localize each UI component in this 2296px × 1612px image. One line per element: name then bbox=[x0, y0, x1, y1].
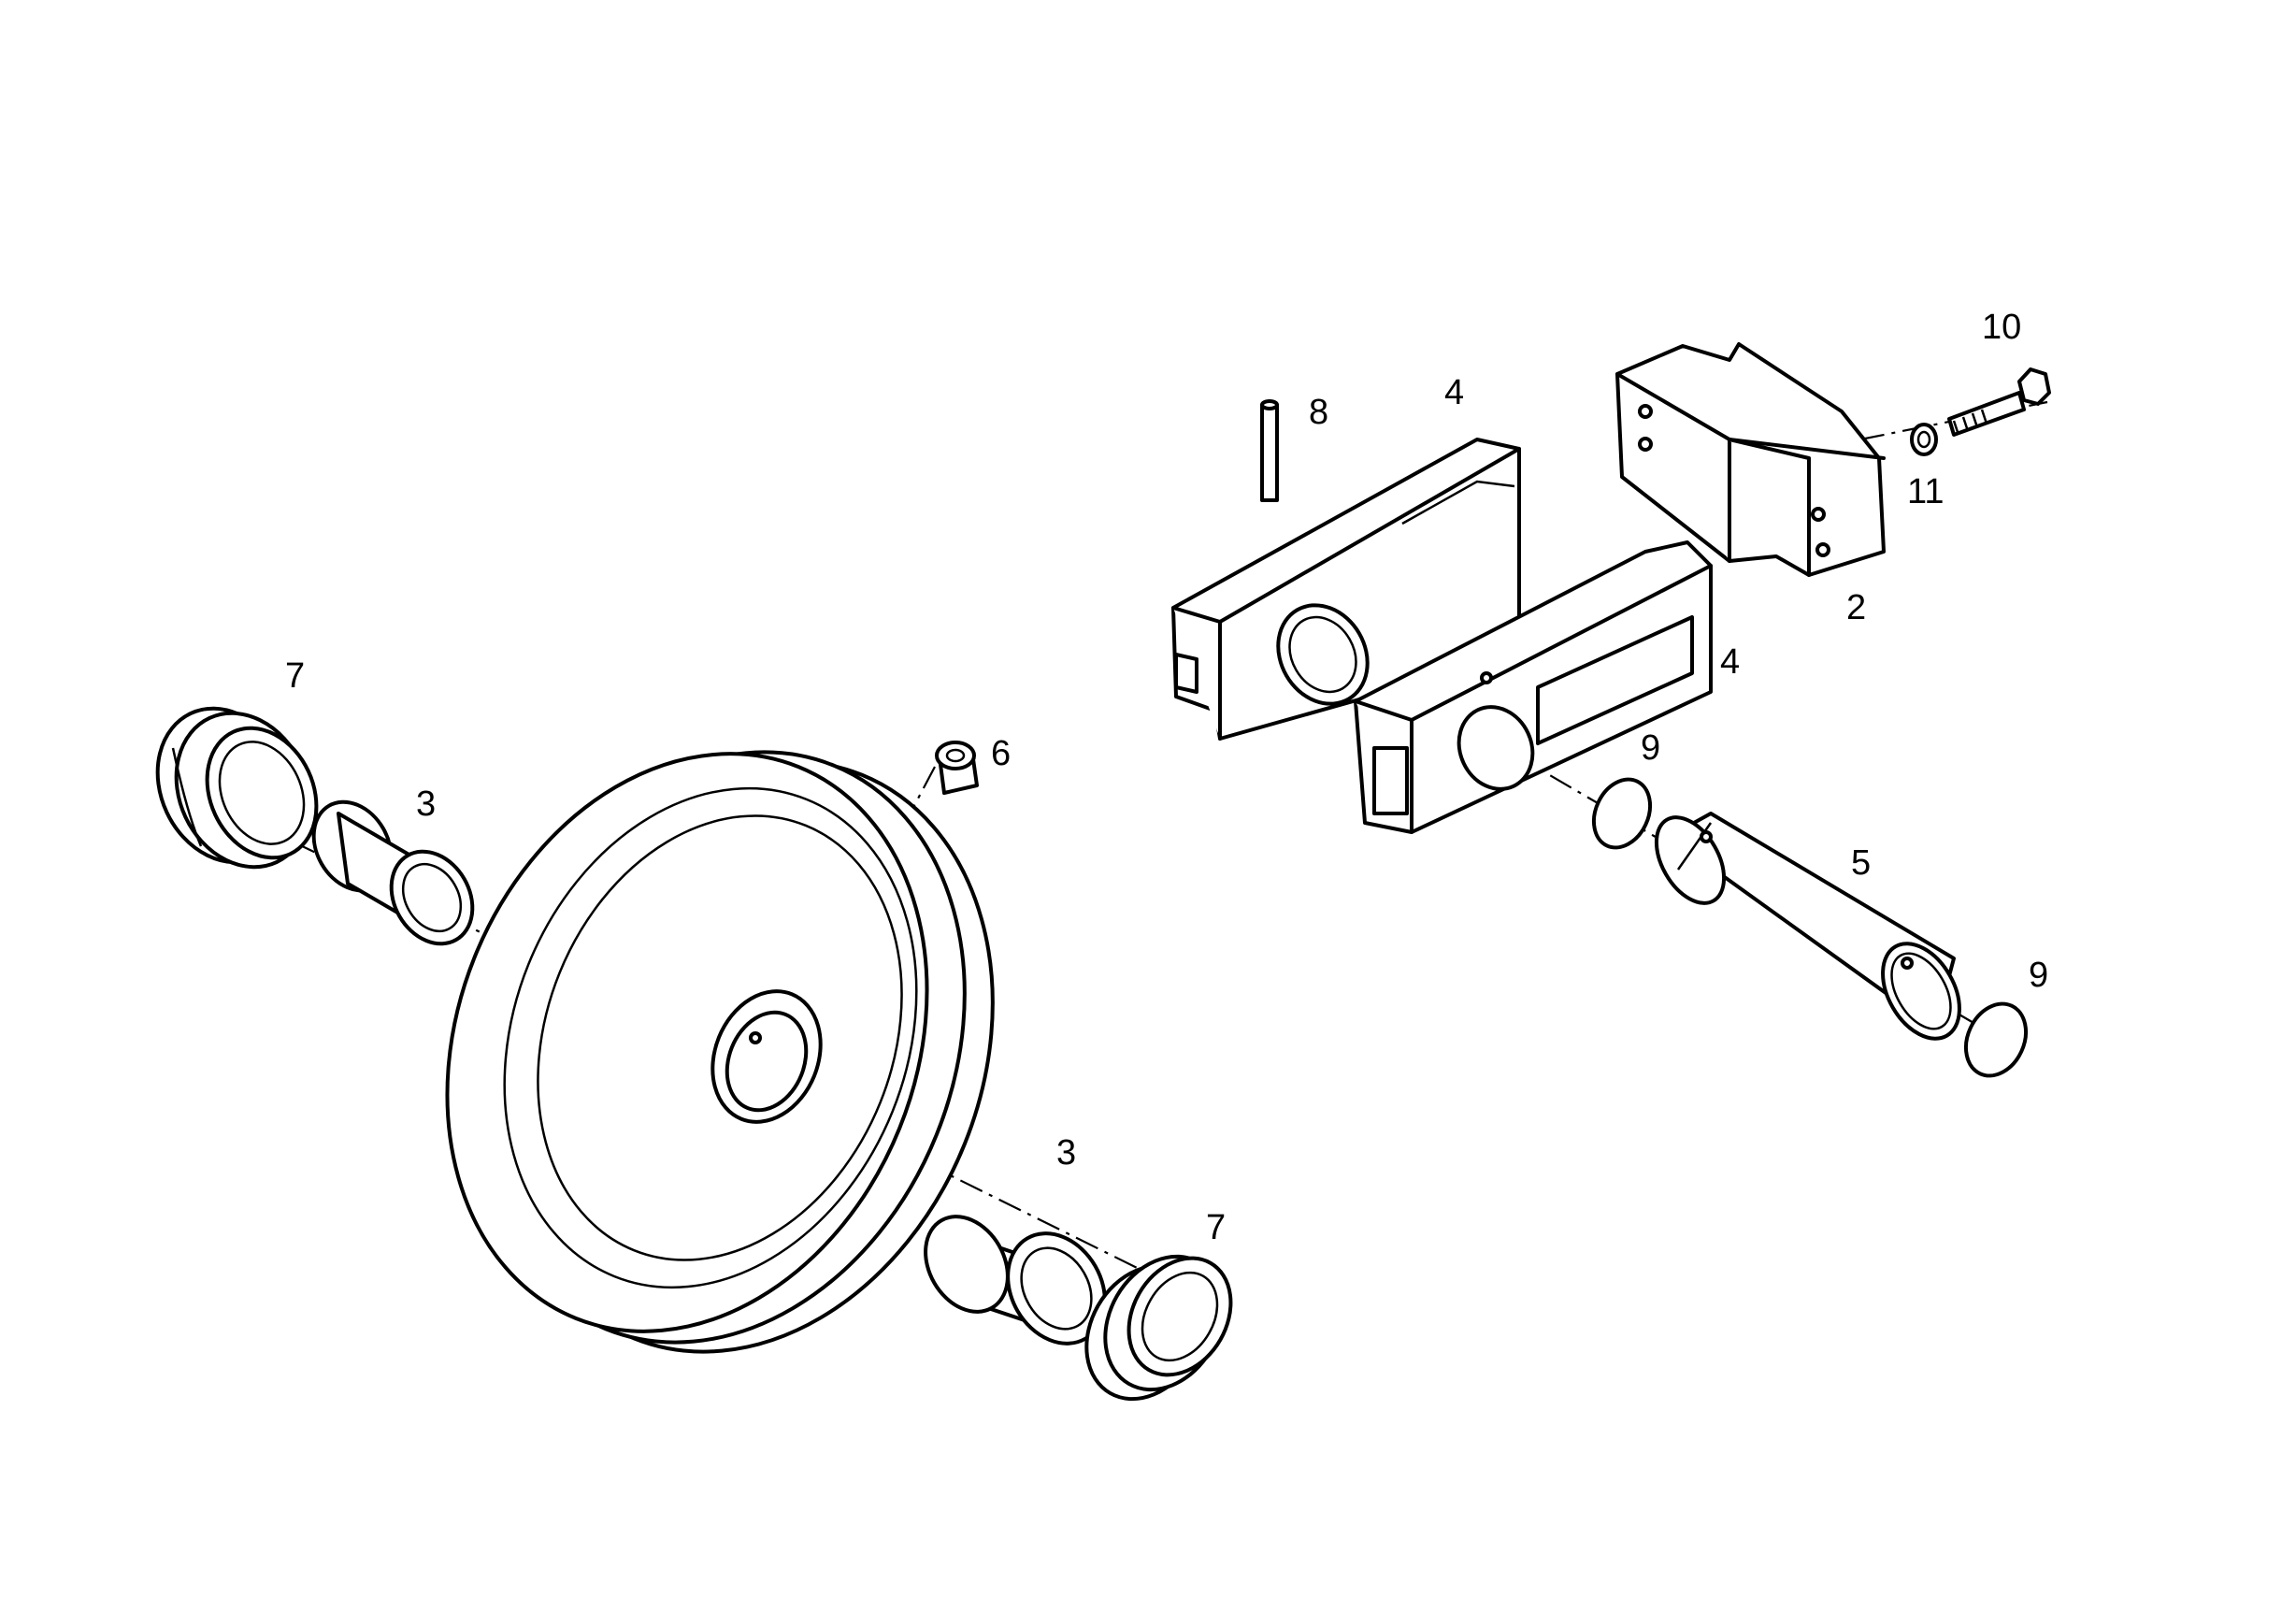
pin bbox=[1260, 399, 1287, 568]
bolt bbox=[1947, 367, 2051, 437]
idler-wheel bbox=[445, 750, 995, 1354]
bracket-lower bbox=[1354, 540, 1713, 834]
callout-5: 5 bbox=[1851, 843, 1871, 883]
callout-9-upper: 9 bbox=[1641, 728, 1660, 768]
callout-11: 11 bbox=[1907, 472, 1944, 511]
seal-upper bbox=[155, 706, 319, 870]
callout-9-lower: 9 bbox=[2029, 956, 2048, 995]
callout-8: 8 bbox=[1309, 393, 1328, 432]
callout-3-lower: 3 bbox=[1056, 1133, 1076, 1173]
o-ring-upper bbox=[1591, 777, 1653, 850]
callout-4-upper: 4 bbox=[1444, 373, 1464, 412]
callout-2: 2 bbox=[1846, 588, 1866, 627]
callout-7-upper: 7 bbox=[285, 656, 305, 696]
bushing-lower bbox=[924, 1215, 1107, 1346]
plug bbox=[935, 741, 979, 795]
shaft bbox=[1654, 812, 1961, 1041]
callout-3-upper: 3 bbox=[416, 784, 436, 824]
callout-7-lower: 7 bbox=[1206, 1208, 1226, 1247]
o-ring-lower bbox=[1963, 1001, 2029, 1078]
callout-4-lower: 4 bbox=[1720, 642, 1740, 682]
callout-labels: 2 3 3 4 4 5 6 7 7 8 9 9 10 11 bbox=[285, 308, 2048, 1247]
bushing-upper bbox=[311, 799, 475, 946]
callout-6: 6 bbox=[991, 734, 1011, 773]
callout-10: 10 bbox=[1982, 308, 2021, 347]
block bbox=[1615, 342, 1886, 577]
washer bbox=[1910, 423, 1938, 456]
seal-lower bbox=[1084, 1254, 1233, 1402]
